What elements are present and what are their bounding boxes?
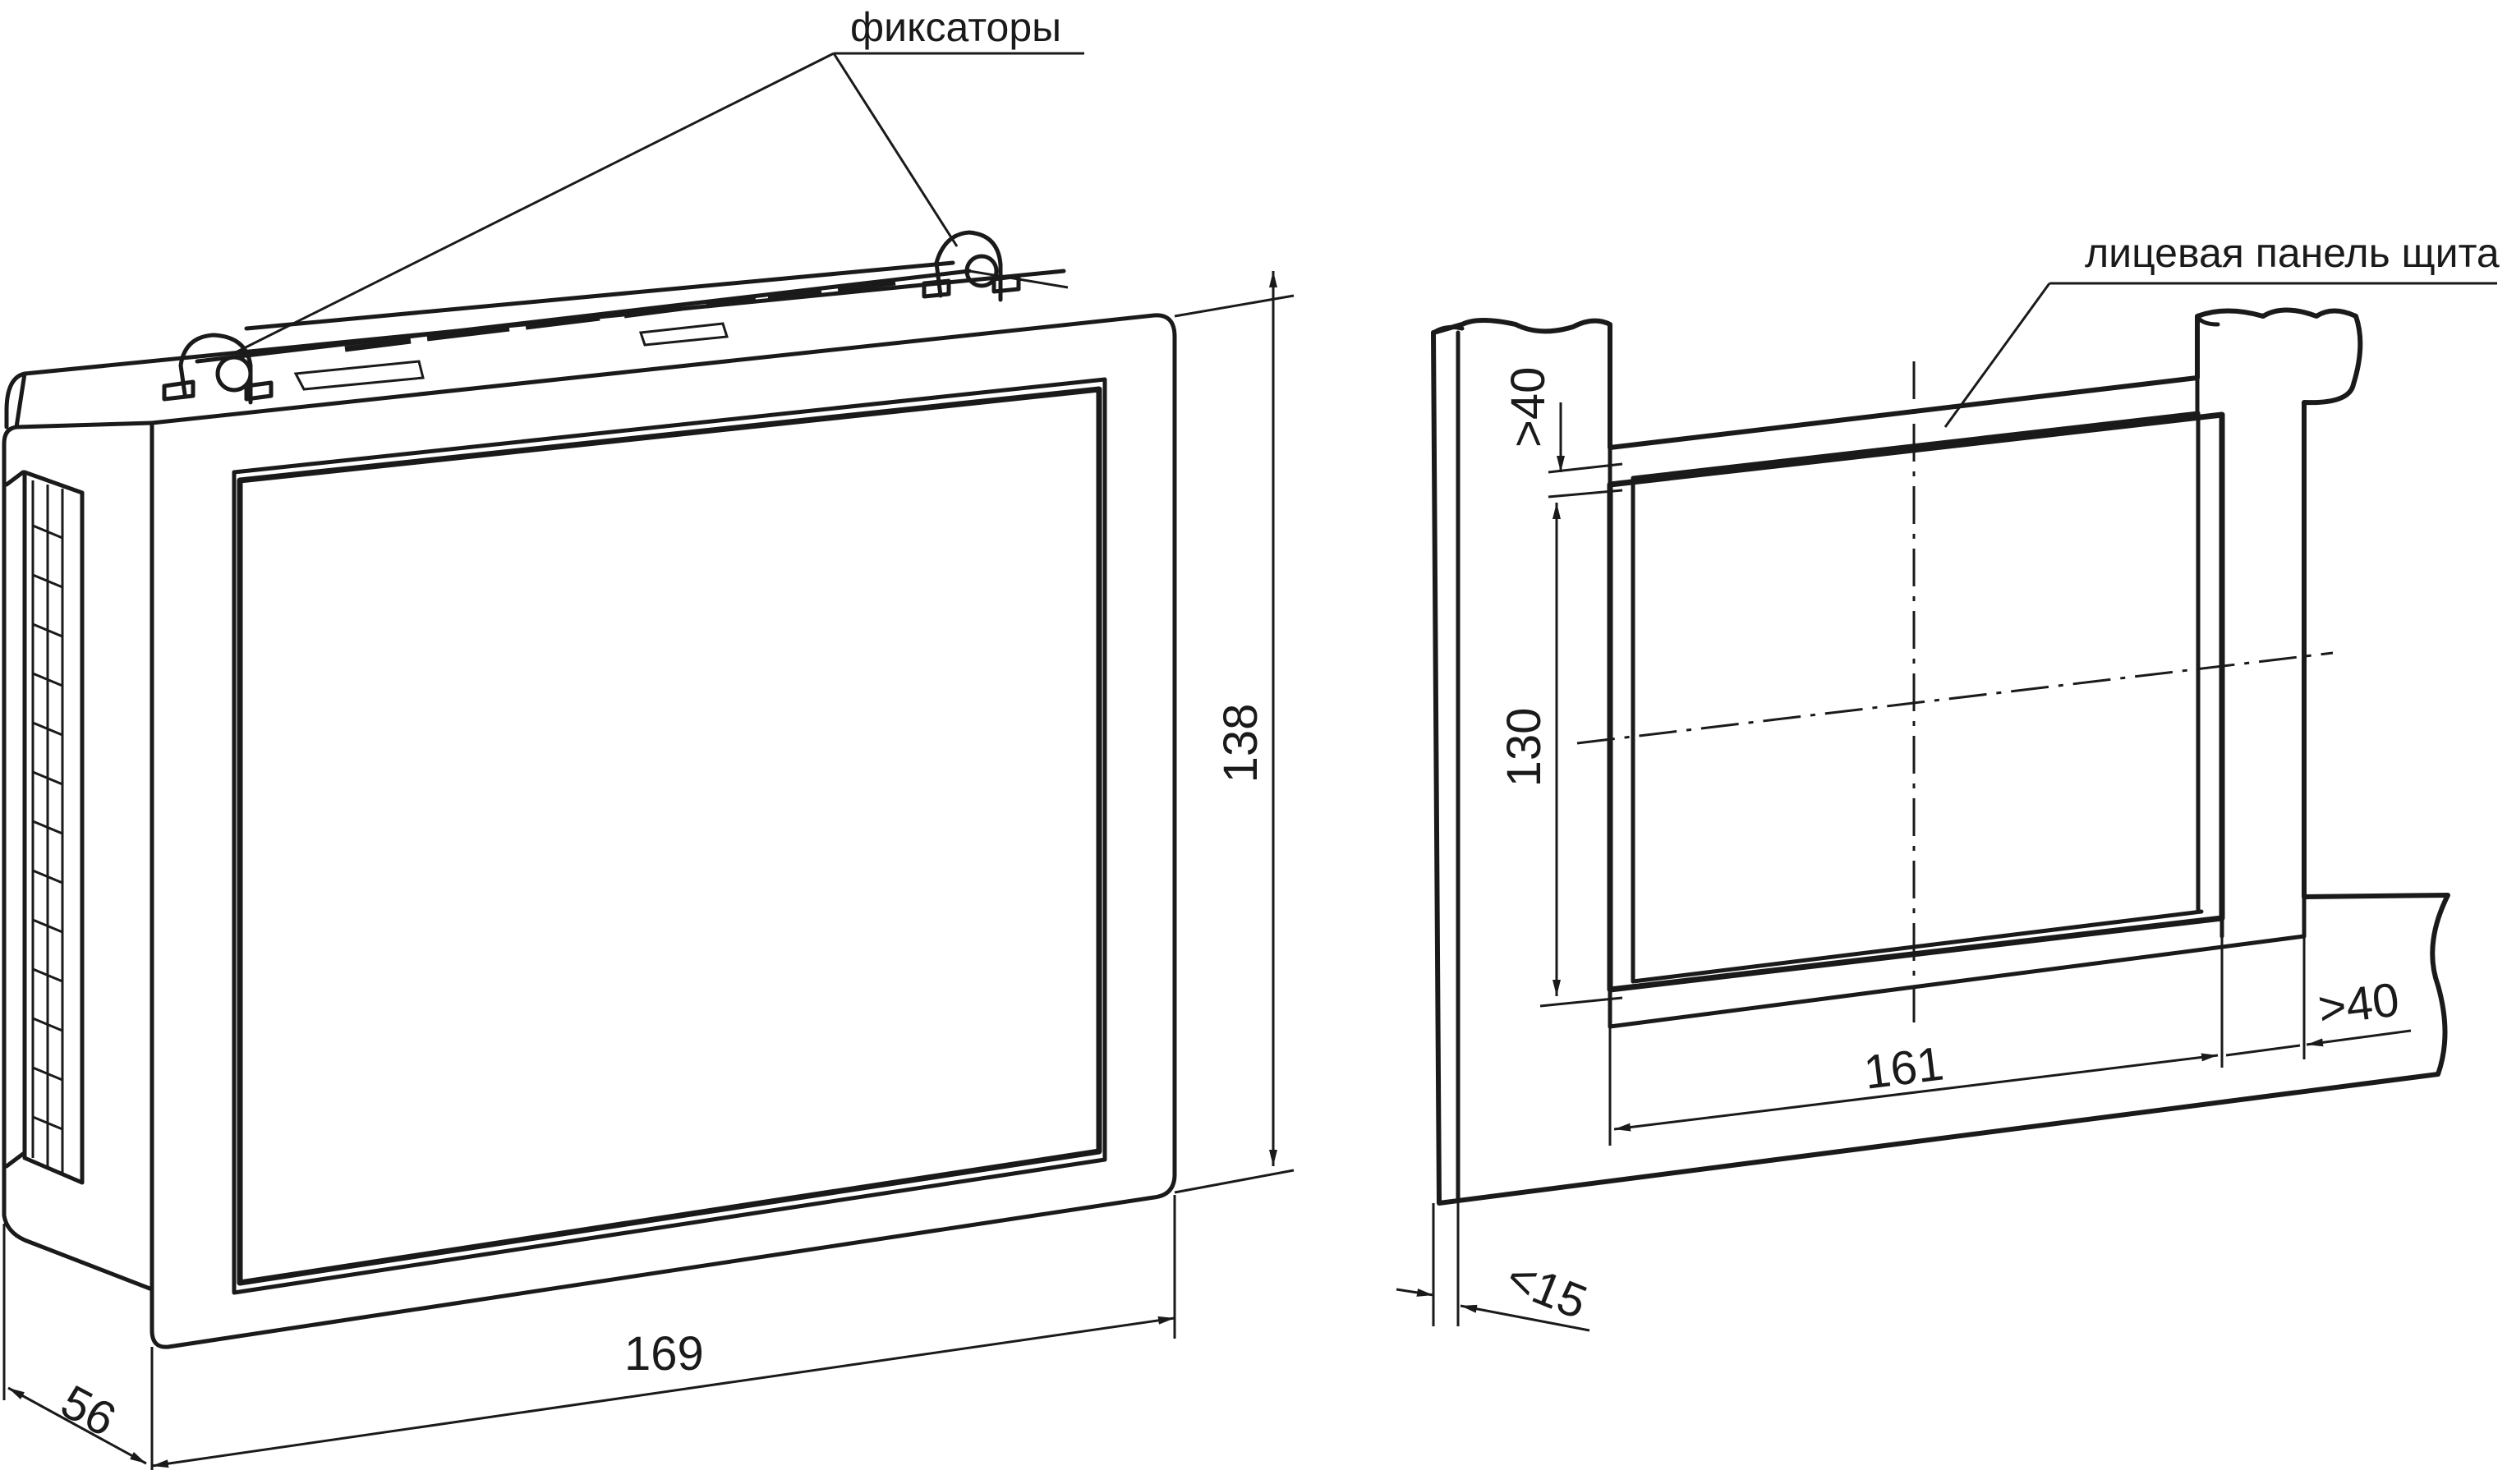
screen: [237, 386, 1102, 1286]
side-connector: [4, 470, 85, 1185]
width-dimension: 169: [624, 1327, 704, 1381]
cutout-height-dimension: 130: [1497, 708, 1551, 788]
cutout-view: лицевая панель щита >40 130 161 >40 <15: [1396, 230, 2500, 1332]
device-body: [2, 420, 154, 1292]
gap-right-dimension: >40: [2316, 972, 2403, 1036]
gap-top-dimension: >40: [1502, 367, 1555, 448]
latch-left: [162, 333, 274, 405]
latches-label: фиксаторы: [850, 4, 1061, 50]
device-view: фиксаторы 138 169 56: [2, 4, 1295, 1470]
panel-thickness-dimension: <15: [1499, 1250, 1594, 1330]
cutout-width-dimension: 161: [1861, 1036, 1947, 1099]
latch-right: [922, 230, 1021, 302]
panel-face-label: лицевая панель щита: [2085, 230, 2500, 276]
front-bezel: [150, 313, 1177, 1349]
depth-dimension: 56: [53, 1375, 124, 1447]
screen-frame: [232, 377, 1107, 1295]
height-dimension: 138: [1214, 704, 1267, 783]
top-vents: [293, 279, 896, 391]
